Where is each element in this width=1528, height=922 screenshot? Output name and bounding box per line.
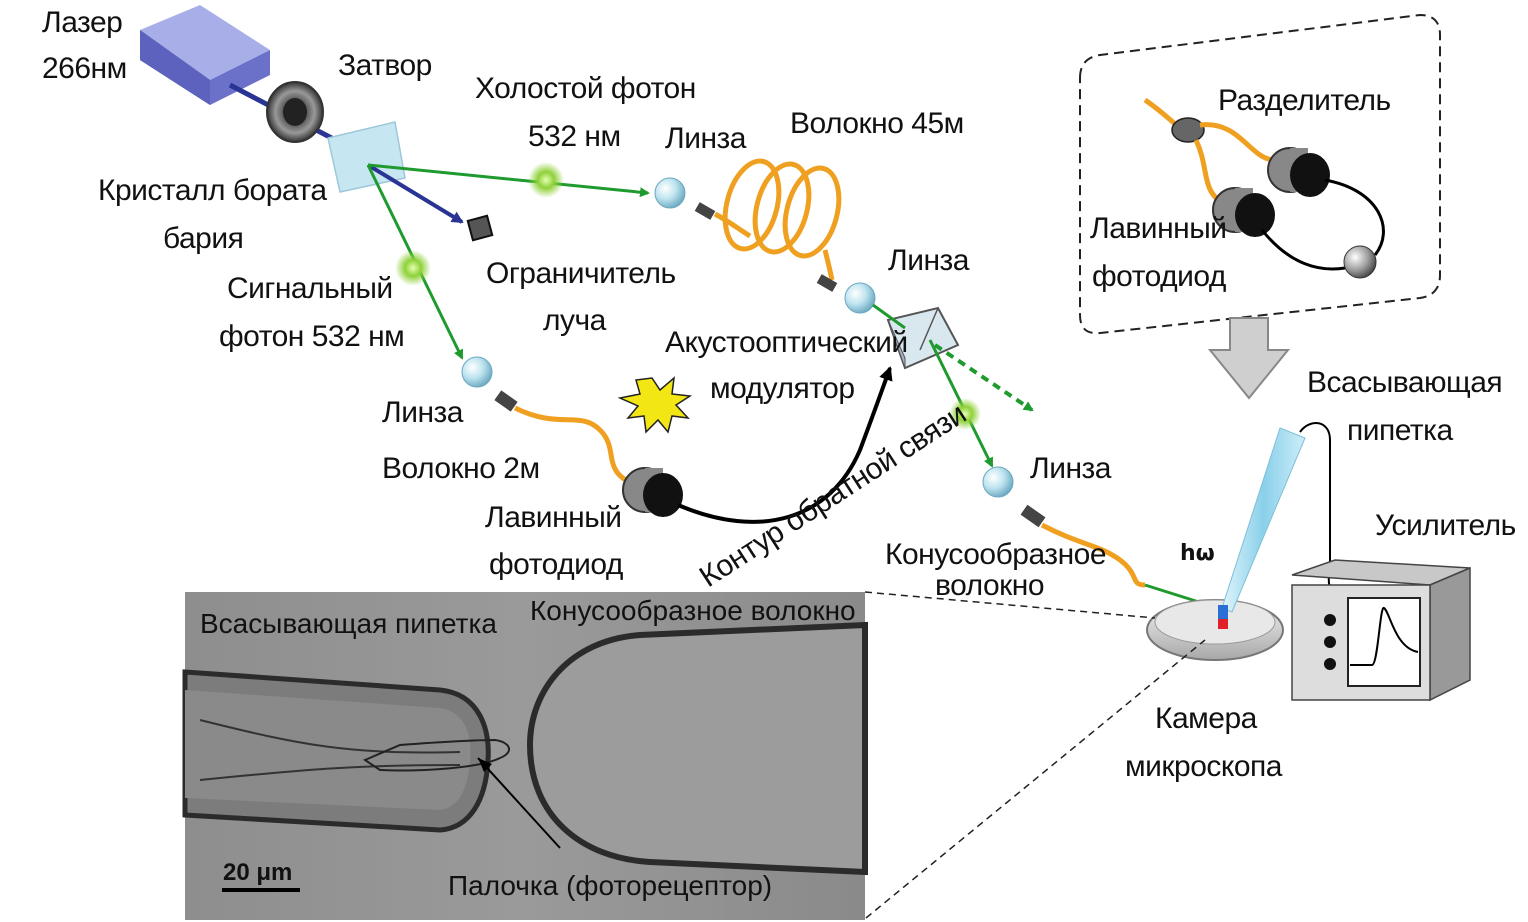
scale-bar-label: 20 μm xyxy=(223,859,292,886)
aom-input-beam xyxy=(872,303,906,330)
apd-left-label-2: фотодиод xyxy=(489,548,623,581)
pipette-label-2: пипетка xyxy=(1347,414,1453,447)
signal-label: Сигнальный xyxy=(227,272,393,305)
idler-beam xyxy=(367,163,650,198)
fiber-connector xyxy=(494,390,518,412)
lens-left xyxy=(461,356,493,388)
coincidence-sphere xyxy=(1343,245,1377,279)
micrograph-fiber-label: Конусообразное волокно xyxy=(530,595,856,626)
apd-inset-label: Лавинный xyxy=(1090,212,1227,245)
splitter-label: Разделитель xyxy=(1218,84,1391,117)
spike-trace xyxy=(1350,606,1419,666)
zoom-line xyxy=(865,639,1206,919)
microscope-chamber xyxy=(1146,599,1284,661)
laser xyxy=(140,5,270,105)
aom-zero-order-beam xyxy=(933,343,1034,412)
aom xyxy=(886,306,960,370)
micrograph-rod-label: Палочка (фоторецептор) xyxy=(448,870,772,901)
amplifier-label: Усилитель xyxy=(1375,509,1516,542)
signal-wavelength-label: фотон 532 нм xyxy=(219,320,404,353)
fiber-2m xyxy=(513,405,637,488)
fiber-45m-label: Волокно 45м xyxy=(790,107,964,140)
starburst-icon xyxy=(617,376,693,434)
idler-photon xyxy=(528,162,564,198)
tapered-fiber xyxy=(1040,522,1146,588)
amplifier xyxy=(1291,559,1471,702)
fiber-2m-label: Волокно 2м xyxy=(382,452,540,485)
apd-left xyxy=(622,467,683,517)
crystal-label-2: бария xyxy=(163,222,243,255)
signal-photon xyxy=(395,250,431,286)
idler-wavelength-label: 532 нм xyxy=(528,120,621,153)
beam-stop-label-2: луча xyxy=(543,304,607,337)
fiber-connector xyxy=(816,274,838,292)
lens-left-label: Линза xyxy=(382,396,464,429)
aom-label: Акустооптический xyxy=(665,326,908,359)
feedback-loop xyxy=(677,366,893,524)
idler-label: Холостой фотон xyxy=(475,72,696,105)
fiber-connector xyxy=(1020,504,1046,528)
shutter-label: Затвор xyxy=(338,49,432,82)
lens-top-label: Линза xyxy=(665,122,747,155)
micrograph-pipette-label: Всасывающая пипетка xyxy=(200,608,497,639)
suction-pipette xyxy=(1221,427,1306,613)
fiber-coil-45m xyxy=(713,158,842,281)
micrograph xyxy=(182,592,868,920)
apd-left-label: Лавинный xyxy=(485,501,622,534)
rod-sample xyxy=(1218,605,1228,619)
apd-inset-1 xyxy=(1267,147,1330,197)
shutter xyxy=(266,81,324,143)
apd-inset-label-2: фотодиод xyxy=(1092,260,1226,293)
laser-label: Лазер xyxy=(42,6,122,39)
zoom-line xyxy=(864,591,1156,619)
lens-aom-label: Линза xyxy=(888,244,970,277)
beam-stop-label: Ограничитель xyxy=(486,257,676,290)
apd-inset xyxy=(1079,13,1441,335)
lens-right-label: Линза xyxy=(1030,452,1112,485)
down-arrow-icon xyxy=(1207,317,1291,400)
chamber-label-2: микроскопа xyxy=(1125,750,1283,783)
apd-inset-2 xyxy=(1212,187,1275,237)
tapered-fiber-label-2: волокно xyxy=(935,569,1044,602)
chamber-label: Камера xyxy=(1155,702,1258,735)
lens-right xyxy=(982,466,1014,498)
lens-top xyxy=(654,177,686,209)
aom-label-2: модулятор xyxy=(710,372,855,405)
uv-beam-residual xyxy=(366,163,464,224)
pipette-label: Всасывающая xyxy=(1307,366,1502,399)
tapered-fiber-label: Конусообразное xyxy=(885,538,1106,571)
crystal-label: Кристалл бората xyxy=(98,174,327,207)
lens-aom xyxy=(844,282,876,314)
photon-energy-label: hω xyxy=(1180,541,1215,566)
beam-stop xyxy=(466,214,494,242)
laser-wavelength-label: 266нм xyxy=(42,52,127,85)
fiber-connector xyxy=(694,202,716,220)
aom-photon xyxy=(949,398,981,430)
diagram-labels: Лазер 266нм Затвор Кристалл бората бария… xyxy=(42,6,1516,901)
rod-sample-tip xyxy=(1218,619,1228,629)
